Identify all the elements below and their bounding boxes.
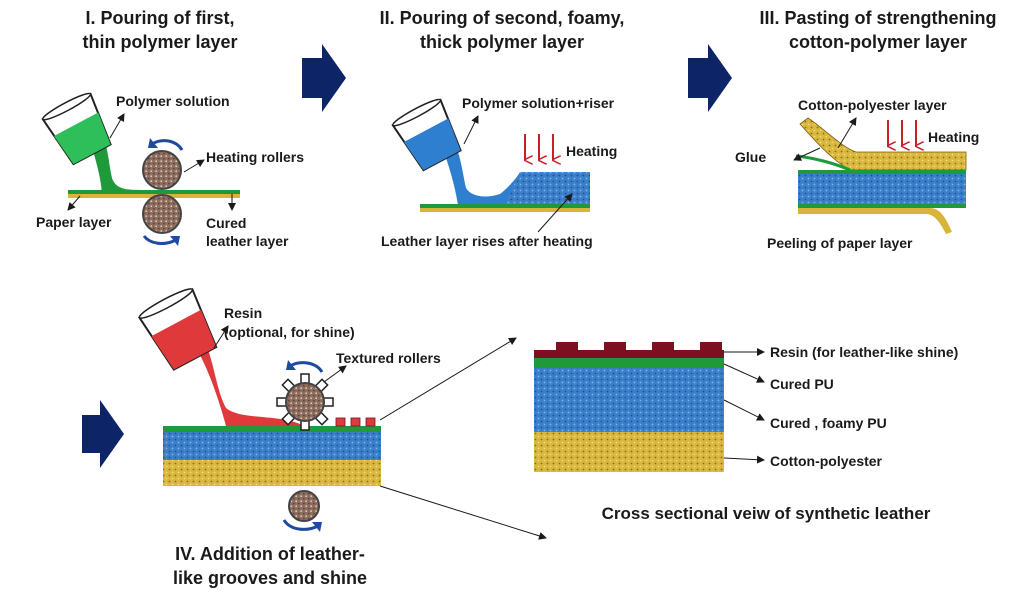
process-arrow-1-to-2: [302, 44, 346, 112]
textured-roller: [276, 373, 334, 431]
label-heating-rollers: Heating rollers: [206, 149, 304, 165]
label-step3-heating: Heating: [928, 129, 979, 145]
cross-section-caption: Cross sectional veiw of synthetic leathe…: [602, 504, 931, 523]
label-resin-line1: Resin: [224, 305, 262, 321]
step2-title-line1: II. Pouring of second, foamy,: [380, 8, 625, 28]
label-polymer-solution: Polymer solution: [116, 93, 230, 109]
step1-illustration: [41, 92, 240, 246]
step4-illustration: [137, 288, 547, 540]
label-paper-layer: Paper layer: [36, 214, 112, 230]
label-cured-line2: leather layer: [206, 233, 289, 249]
step4-title-line1: IV. Addition of leather-: [175, 544, 365, 564]
label-textured-rollers: Textured rollers: [336, 350, 441, 366]
label-cotton-polyester: Cotton-polyester: [770, 453, 883, 469]
step3-title-line1: III. Pasting of strengthening: [759, 8, 996, 28]
process-arrow-3-to-4: [82, 400, 124, 468]
label-step2-heating: Heating: [566, 143, 617, 159]
label-polymer-riser: Polymer solution+riser: [462, 95, 615, 111]
step2-title-line2: thick polymer layer: [420, 32, 584, 52]
process-arrow-2-to-3: [688, 44, 732, 112]
label-foamy-pu: Cured , foamy PU: [770, 415, 887, 431]
bottom-roller: [288, 490, 320, 522]
label-cured-line1: Cured: [206, 215, 246, 231]
cross-section: [534, 342, 765, 472]
heating-roller-bottom: [142, 194, 182, 234]
label-resin-shine: Resin (for leather-like shine): [770, 344, 958, 360]
label-glue: Glue: [735, 149, 766, 165]
step2-illustration: [391, 98, 590, 233]
label-resin-line2: (optional, for shine): [224, 324, 355, 340]
step3-title-line2: cotton-polymer layer: [789, 32, 967, 52]
step3-illustration: [793, 117, 967, 234]
heating-roller-top: [142, 150, 182, 190]
label-leather-rises: Leather layer rises after heating: [381, 233, 593, 249]
label-peeling: Peeling of paper layer: [767, 235, 913, 251]
step4-title-line2: like grooves and shine: [173, 568, 367, 588]
label-cotton-layer: Cotton-polyester layer: [798, 97, 947, 113]
label-cured-pu: Cured PU: [770, 376, 834, 392]
step1-title-line1: I. Pouring of first,: [86, 8, 235, 28]
step1-title-line2: thin polymer layer: [82, 32, 237, 52]
